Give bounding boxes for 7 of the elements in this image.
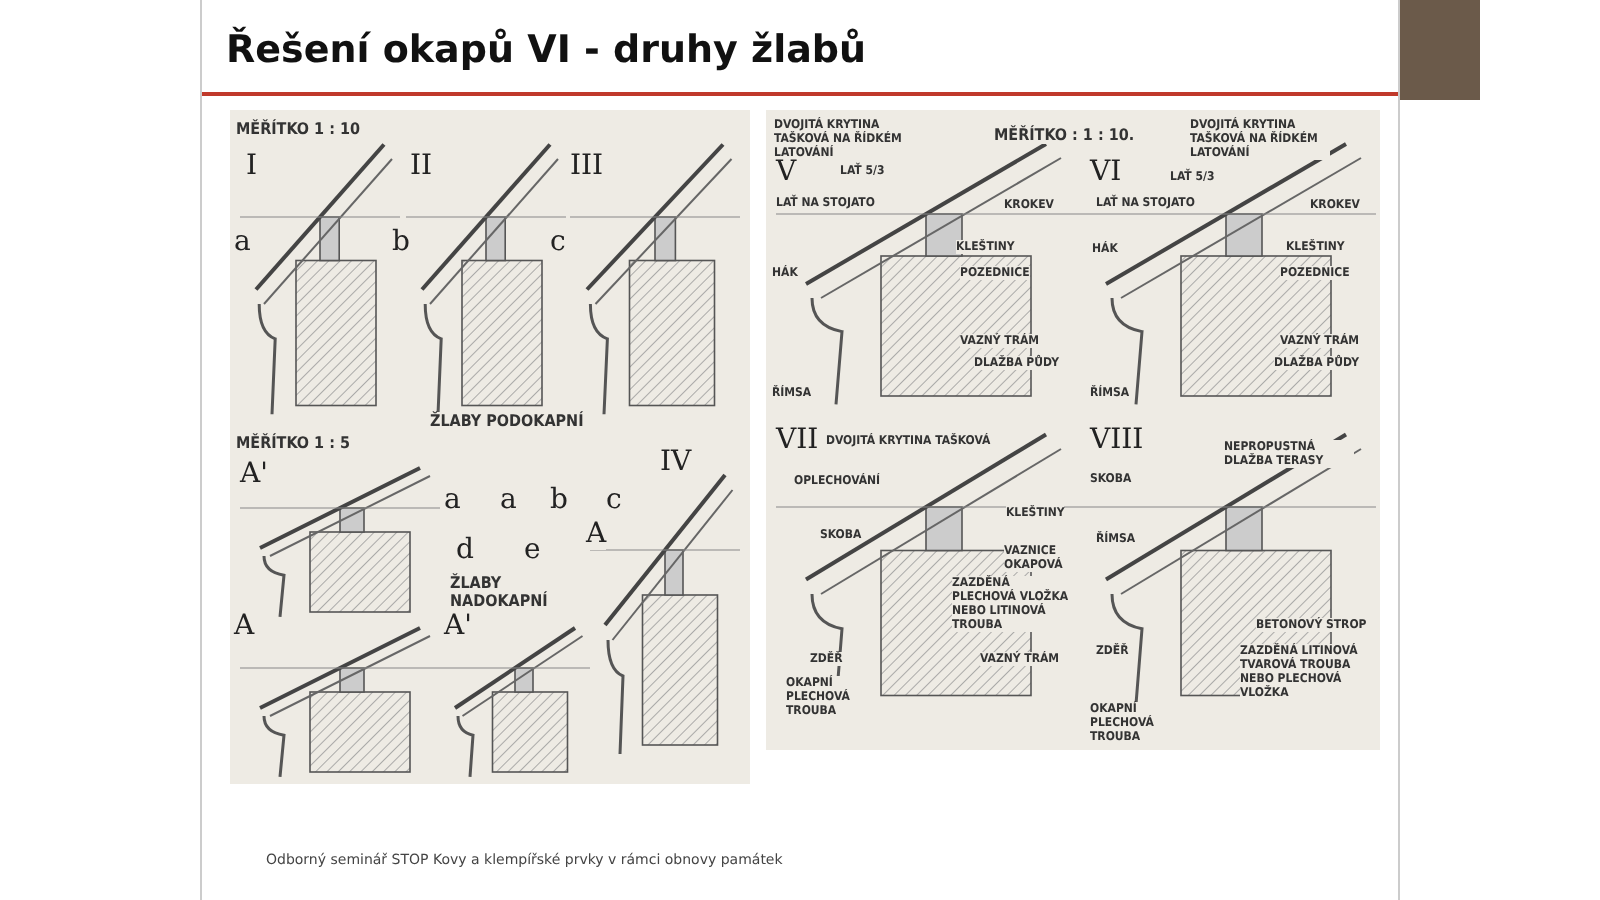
slide-title: Řešení okapů VI - druhy žlabů xyxy=(226,28,867,72)
drawing-label: ŽLABY PODOKAPNÍ xyxy=(430,412,584,430)
drawing-label: MĚŘÍTKO 1 : 10 xyxy=(236,120,360,138)
drawing-label: ŽLABY NADOKAPNÍ xyxy=(450,574,550,610)
drawing-label: MĚŘÍTKO 1 : 5 xyxy=(236,434,350,452)
drawing-label: MĚŘÍTKO : 1 : 10. xyxy=(994,126,1135,144)
view-letter: A xyxy=(586,520,607,550)
